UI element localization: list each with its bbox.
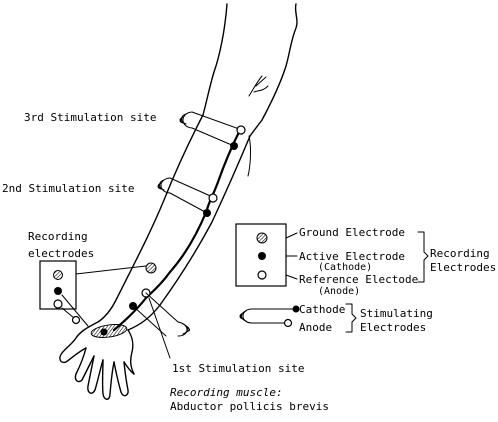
arm-outline bbox=[98, 4, 297, 330]
legend-cathode-label: Cathode bbox=[299, 303, 345, 316]
cathode-marker bbox=[203, 209, 211, 217]
active-legend-icon bbox=[258, 252, 266, 260]
abductor-pollicis-brevis-muscle bbox=[90, 323, 127, 340]
reference-electrode-icon bbox=[54, 300, 62, 308]
recording-electrodes-label-1: Recording bbox=[28, 230, 88, 243]
stimulation-site-2: 2nd Stimulation site bbox=[2, 178, 217, 217]
cathode-marker bbox=[230, 142, 238, 150]
legend-recording-group-1: Recording bbox=[430, 247, 490, 260]
legend-reference-label: Reference Electode bbox=[299, 273, 418, 286]
legend-stimulating-group-2: Electrodes bbox=[360, 321, 426, 334]
anode-marker bbox=[209, 194, 217, 202]
legend: Ground Electrode Active Electrode (Catho… bbox=[236, 224, 496, 334]
hand-outline bbox=[60, 322, 134, 399]
anode-marker bbox=[237, 126, 245, 134]
reference-legend-icon bbox=[258, 271, 266, 279]
legend-ground-label: Ground Electrode bbox=[299, 226, 405, 239]
stimulation-site-3: 3rd Stimulation site bbox=[24, 111, 245, 150]
median-nerve bbox=[114, 130, 240, 330]
legend-recording-group-2: Electrodes bbox=[430, 261, 496, 274]
site2-label: 2nd Stimulation site bbox=[2, 182, 134, 195]
recording-muscle-label: Recording muscle: bbox=[170, 386, 283, 399]
stimulation-site-1: 1st Stimulation site bbox=[129, 289, 304, 375]
ground-legend-icon bbox=[257, 233, 267, 243]
recording-electrodes: Recording electrodes bbox=[28, 230, 156, 336]
legend-anode-label: Anode bbox=[299, 321, 332, 334]
legend-stimulating-group-1: Stimulating bbox=[360, 307, 433, 320]
recording-muscle-name: Abductor pollicis brevis bbox=[170, 400, 329, 413]
legend-active-sub: (Cathode) bbox=[318, 262, 372, 273]
anode-legend-icon bbox=[285, 320, 292, 327]
site1-label: 1st Stimulation site bbox=[172, 362, 304, 375]
reference-electrode-on-hand bbox=[73, 317, 80, 324]
recording-electrodes-label-2: electrodes bbox=[28, 247, 94, 260]
active-electrode-on-hand bbox=[101, 329, 108, 336]
active-electrode-icon bbox=[54, 287, 62, 295]
stimulator-legend-icon bbox=[240, 306, 300, 327]
legend-reference-sub: (Anode) bbox=[318, 286, 360, 297]
ground-electrode-icon bbox=[54, 271, 63, 280]
ground-electrode-on-arm bbox=[146, 263, 156, 273]
site3-label: 3rd Stimulation site bbox=[24, 111, 156, 124]
